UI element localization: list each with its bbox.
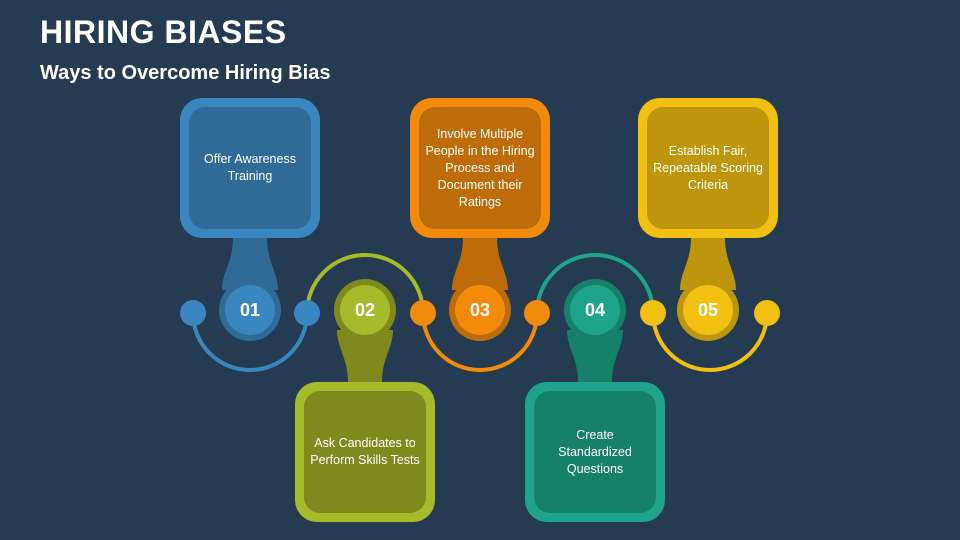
- connector-dot-4: [524, 300, 550, 326]
- connector-arc-4: [535, 253, 655, 314]
- connector-dot-6: [754, 300, 780, 326]
- step-02-number: 02: [354, 300, 376, 320]
- page-subtitle: Ways to Overcome Hiring Bias: [40, 62, 331, 84]
- step-04: [525, 279, 665, 522]
- step-03-number: 03: [469, 300, 491, 320]
- step-01-text: Offer Awareness Training: [204, 152, 296, 183]
- step-01: [180, 98, 320, 341]
- step-04-number: 04: [584, 300, 606, 320]
- step-04-text: Create Standardized Questions: [558, 427, 632, 476]
- step-03-text: Involve Multiple People in the Hiring Pr…: [425, 126, 535, 209]
- connector-arc-1: [191, 312, 309, 372]
- page-title: HIRING BIASES: [40, 14, 287, 50]
- step-05-number: 05: [697, 300, 719, 320]
- connector-arc-2: [305, 253, 425, 314]
- connector-dot-3: [410, 300, 436, 326]
- connector-arc-3: [421, 312, 539, 372]
- step-05: [638, 98, 778, 341]
- step-03: [410, 98, 550, 341]
- step-05-text: Establish Fair, Repeatable Scoring Crite…: [653, 143, 763, 192]
- connector-dot-1: [180, 300, 206, 326]
- connector-arc-5: [651, 312, 769, 372]
- step-02-text: Ask Candidates to Perform Skills Tests: [310, 436, 420, 467]
- step-02: [295, 279, 435, 522]
- step-01-number: 01: [239, 300, 261, 320]
- connector-dot-5: [640, 300, 666, 326]
- connector-dot-2: [294, 300, 320, 326]
